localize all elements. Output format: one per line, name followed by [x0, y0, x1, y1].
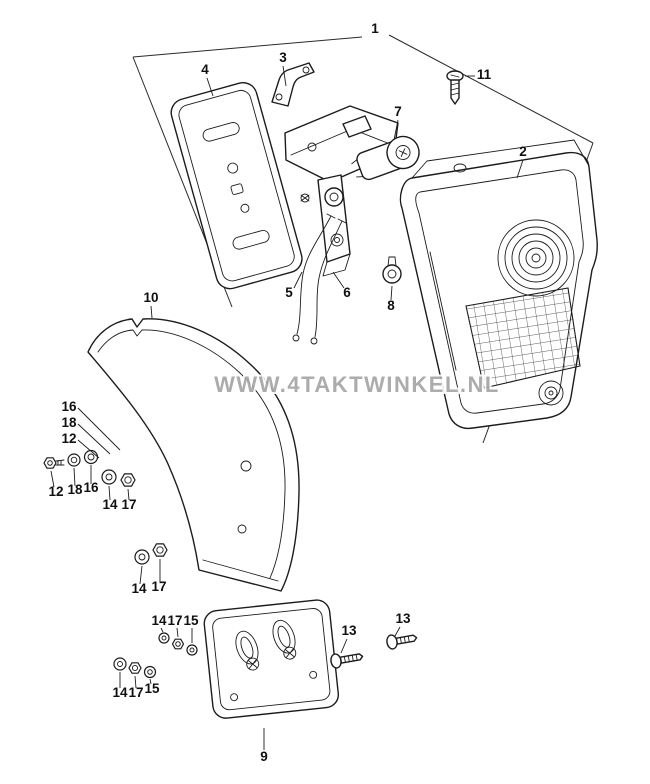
- part-3-clamp: [271, 62, 315, 107]
- leader-line-15: [149, 678, 152, 685]
- leader-line-14: [160, 627, 164, 633]
- hardware-collar-16: [83, 449, 99, 465]
- part-13-screw-b: [386, 634, 418, 650]
- lens-grid: [465, 287, 581, 389]
- part-label-3: 3: [279, 50, 287, 65]
- leader-line-13: [394, 626, 401, 637]
- leader-line-16: [77, 407, 121, 451]
- leader-line-12: [77, 439, 100, 459]
- part-label-14: 14: [131, 581, 147, 596]
- leader-line-17: [176, 627, 179, 638]
- hardware-washer-14-b: [134, 549, 150, 565]
- lens-reflector-rings: [497, 219, 575, 297]
- part-label-18: 18: [67, 482, 83, 497]
- hardware-nut-17-c: [171, 638, 185, 650]
- leader-line-17: [134, 675, 137, 689]
- leader-line-18: [77, 423, 111, 455]
- center-bracket: [284, 105, 399, 277]
- part-label-11: 11: [477, 67, 492, 82]
- hardware-nut-17-a: [120, 473, 136, 487]
- leader-line-2: [516, 159, 524, 179]
- leader-line-3: [282, 65, 287, 87]
- leader-line-4: [206, 77, 214, 97]
- part-label-1: 1: [371, 21, 379, 36]
- hardware-bolt-12: [43, 457, 65, 469]
- part-label-16: 16: [61, 399, 77, 414]
- part-label-2: 2: [519, 144, 527, 159]
- leader-line-14: [139, 565, 143, 585]
- part-label-13: 13: [395, 611, 411, 626]
- hardware-washer-18: [67, 453, 81, 467]
- part-label-17: 17: [121, 497, 136, 512]
- part-8-bulb-small: [382, 256, 402, 284]
- part-13-screw-a: [330, 653, 364, 669]
- part-label-4: 4: [201, 62, 209, 77]
- leader-line-14: [108, 485, 111, 501]
- leader-line-7: [393, 119, 399, 141]
- part-5-6-wires: [292, 213, 347, 345]
- part-label-17: 17: [167, 613, 182, 628]
- part-label-7: 7: [394, 104, 402, 119]
- part-label-17: 17: [151, 579, 166, 594]
- part-label-9: 9: [260, 749, 268, 764]
- leader-line-5: [293, 271, 303, 289]
- part-label-6: 6: [343, 285, 351, 300]
- hardware-washer-14-d: [113, 657, 127, 671]
- part-11-screw: [446, 70, 464, 105]
- part-label-10: 10: [143, 290, 158, 305]
- part-label-18: 18: [61, 415, 77, 430]
- leader-line-18: [73, 467, 76, 487]
- watermark: WWW.4TAKTWINKEL.NL: [214, 372, 500, 397]
- part-7-bulb: [351, 135, 420, 181]
- part-4-baseplate: [170, 82, 303, 290]
- part-label-12: 12: [48, 484, 63, 499]
- hardware-collar-15-a: [186, 644, 198, 656]
- part-10-mudguard: [87, 318, 300, 592]
- part-label-14: 14: [102, 497, 118, 512]
- part-2-taillight-lens: [399, 139, 598, 430]
- part-label-17: 17: [128, 685, 143, 700]
- hardware-nut-17-b: [152, 543, 168, 557]
- leader-line-17: [127, 488, 130, 501]
- leader-line-6: [332, 271, 345, 289]
- part-9-bracket-plate: [203, 599, 340, 719]
- part-label-16: 16: [83, 480, 99, 495]
- leader-line-8: [390, 285, 393, 301]
- lens-small-rings: [538, 380, 564, 406]
- part-label-12: 12: [61, 431, 76, 446]
- leader-line-12: [50, 470, 55, 488]
- hardware-nut-17-d: [128, 662, 142, 674]
- leader-line-10: [150, 305, 153, 319]
- part-label-5: 5: [285, 285, 293, 300]
- part-label-8: 8: [387, 298, 395, 313]
- leader-line-13: [340, 638, 348, 654]
- hardware-washer-14-a: [101, 469, 117, 485]
- hardware-collar-15-b: [143, 665, 157, 679]
- part-label-13: 13: [341, 623, 357, 638]
- part-label-15: 15: [144, 681, 160, 696]
- part-label-14: 14: [112, 685, 128, 700]
- hardware-washer-14-c: [158, 632, 170, 644]
- part-label-15: 15: [183, 613, 199, 628]
- part-label-14: 14: [151, 613, 167, 628]
